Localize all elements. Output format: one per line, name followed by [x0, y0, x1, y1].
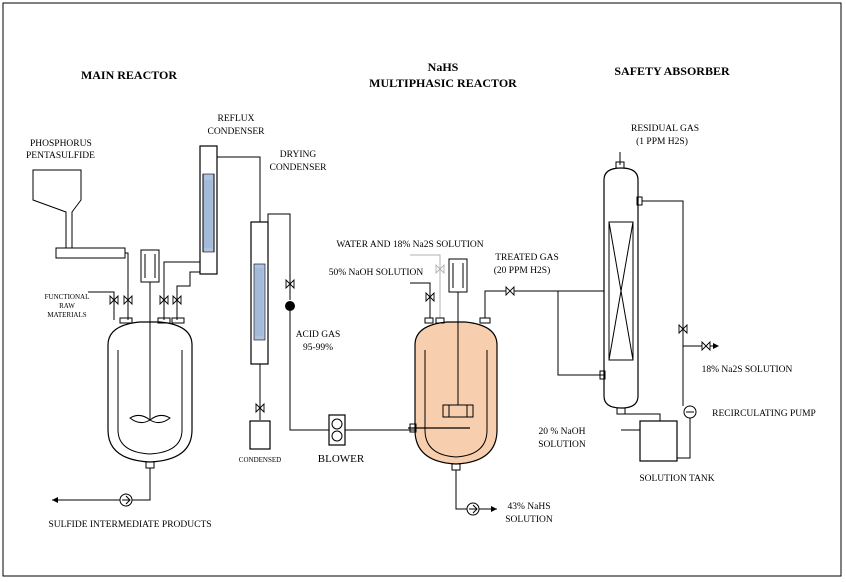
absorber-column: [599, 161, 643, 415]
label-treated-gas-1: TREATED GAS: [495, 253, 559, 263]
valve-acid-gas[interactable]: [285, 278, 295, 290]
svg-text:F: F: [288, 303, 292, 311]
solution-tank: [639, 420, 678, 462]
label-nahs-43-1: 43% NaHS: [507, 502, 550, 512]
heading-safety-absorber: SAFETY ABSORBER: [614, 64, 730, 78]
valve-condensed[interactable]: [255, 402, 265, 414]
nahs-reactor-vessel: [408, 317, 498, 471]
drying-condenser: [250, 221, 269, 365]
label-residual-gas-2: (1 PPM H2S): [636, 136, 688, 147]
label-naoh-20-1: 20 % NaOH: [539, 427, 586, 437]
heading-multiphasic-reactor: MULTIPHASIC REACTOR: [369, 76, 517, 90]
valve-functional-feed[interactable]: [109, 294, 119, 306]
label-naoh-50: 50% NaOH SOLUTION: [329, 268, 424, 278]
heading-main-reactor: MAIN REACTOR: [81, 68, 177, 82]
valve-recirculation[interactable]: [678, 323, 688, 335]
label-functional-1: FUNCTIONAL: [45, 293, 90, 301]
label-functional-2: RAW: [59, 302, 75, 310]
label-solution-tank: SOLUTION TANK: [639, 474, 714, 484]
label-acid-gas-1: ACID GAS: [296, 330, 341, 340]
label-residual-gas-1: RESIDUAL GAS: [631, 124, 699, 134]
label-water-solution: WATER AND 18% Na2S SOLUTION: [336, 240, 483, 250]
valve-hopper-feed[interactable]: [123, 294, 133, 306]
label-phosphorus-1: PHOSPHORUS: [30, 139, 92, 149]
label-sulfide-products: SULFIDE INTERMEDIATE PRODUCTS: [48, 520, 211, 530]
label-blower: BLOWER: [318, 453, 365, 465]
label-drying-1: DRYING: [280, 150, 317, 160]
label-nahs-43-2: SOLUTION: [505, 515, 553, 525]
heading-nahs: NaHS: [428, 60, 459, 74]
label-condensed: CONDENSED: [239, 456, 281, 464]
label-acid-gas-2: 95-99%: [303, 343, 333, 353]
flow-meter-acid-gas[interactable]: F: [285, 301, 295, 311]
label-functional-3: MATERIALS: [47, 311, 86, 319]
label-drying-2: CONDENSER: [269, 163, 327, 173]
phosphorus-hopper: [32, 169, 126, 259]
label-treated-gas-2: (20 PPM H2S): [494, 265, 551, 276]
label-naoh-20-2: SOLUTION: [538, 440, 586, 450]
valve-treated-gas[interactable]: [505, 285, 515, 297]
reflux-condenser: [199, 145, 218, 275]
valve-na2s-outlet[interactable]: [701, 340, 711, 352]
condensed-tank: [249, 420, 271, 450]
valve-water-solution[interactable]: [435, 263, 445, 275]
blower[interactable]: [328, 414, 346, 446]
main-reactor-agitator: [129, 249, 171, 424]
valve-naoh-50[interactable]: [425, 291, 435, 303]
label-phosphorus-2: PENTASULFIDE: [26, 151, 95, 161]
label-reflux-1: REFLUX: [218, 114, 255, 124]
label-reflux-2: CONDENSER: [207, 127, 265, 137]
label-recirculating-pump: RECIRCULATING PUMP: [712, 409, 816, 419]
label-na2s-18: 18% Na2S SOLUTION: [702, 365, 793, 375]
